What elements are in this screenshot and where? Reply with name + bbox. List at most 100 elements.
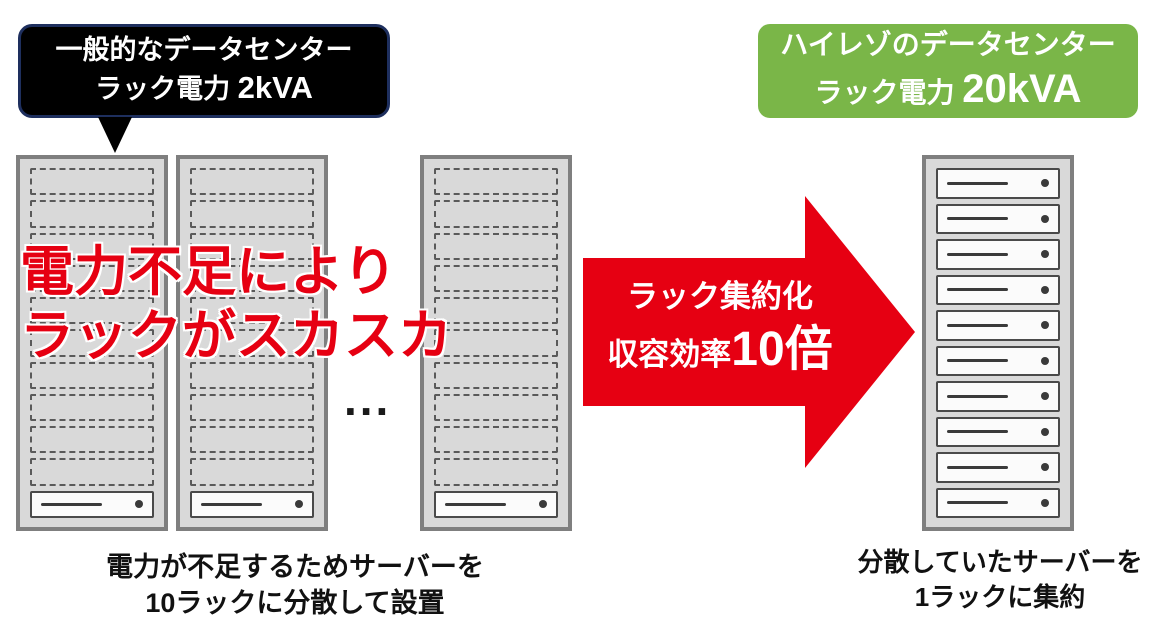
server-unit <box>936 310 1060 341</box>
arrow-label: ラック集約化 収容効率10倍 <box>586 276 854 383</box>
empty-slot <box>434 168 558 196</box>
typical-rack-power: ラック電力 2kVA <box>95 68 313 108</box>
highreso-rack-power-label: ラック電力 <box>814 77 963 109</box>
empty-slot <box>30 329 154 357</box>
server-unit <box>936 168 1060 199</box>
server-handle-bar <box>947 252 1009 256</box>
empty-slot <box>434 297 558 325</box>
empty-slot <box>190 264 314 293</box>
empty-slot <box>30 393 154 422</box>
server-led-dot <box>1041 427 1049 436</box>
right-caption-line1: 分散していたサーバーを <box>857 547 1143 577</box>
server-handle-bar <box>947 217 1009 221</box>
empty-slot <box>30 200 154 228</box>
server-led-dot <box>1041 179 1049 188</box>
server-handle-bar <box>947 181 1009 185</box>
server-led-dot <box>1041 285 1049 294</box>
server-led-dot <box>1041 463 1049 472</box>
callout-tail-triangle <box>98 117 132 153</box>
server-led-dot <box>1041 214 1049 223</box>
server-led-dot <box>1041 356 1049 365</box>
empty-slot <box>434 458 558 486</box>
server-led-dot <box>1041 392 1049 401</box>
empty-slot <box>30 232 154 260</box>
server-unit <box>190 490 314 518</box>
arrow-label-line1: ラック集約化 <box>627 279 813 314</box>
server-led-dot <box>1041 498 1049 507</box>
server-led-dot <box>1041 250 1049 259</box>
empty-slot <box>190 458 314 486</box>
power-shortage-label: 電力不足により ラックがスカスカ <box>20 241 452 368</box>
server-handle-bar <box>947 430 1009 434</box>
empty-slot <box>30 426 154 454</box>
server-unit <box>936 345 1060 376</box>
left-caption: 電力が不足するためサーバーを 10ラックに分散して設置 <box>55 549 535 622</box>
server-unit <box>936 203 1060 234</box>
rack-sparse-3 <box>420 155 572 531</box>
empty-slot <box>434 393 558 422</box>
highreso-datacenter-title: ハイレゾのデータセンター <box>780 28 1116 60</box>
highreso-datacenter-callout: ハイレゾのデータセンター ラック電力 20kVA <box>758 24 1138 118</box>
empty-slot <box>190 393 314 422</box>
server-handle-bar <box>445 502 507 506</box>
empty-slot <box>190 297 314 325</box>
arrow-efficiency-value: 10倍 <box>731 322 833 376</box>
server-handle-bar <box>947 501 1009 505</box>
empty-slot <box>434 200 558 228</box>
typical-rack-power-label: ラック電力 <box>95 74 238 105</box>
power-shortage-line2: ラックがスカスカ <box>20 305 452 366</box>
arrow-label-line2: 収容効率10倍 <box>586 318 854 383</box>
arrow-shape <box>583 196 915 468</box>
typical-rack-power-value: 2kVA <box>237 70 313 106</box>
server-unit <box>936 452 1060 483</box>
empty-slot <box>30 297 154 325</box>
server-handle-bar <box>201 502 263 506</box>
server-handle-bar <box>947 288 1009 292</box>
right-caption: 分散していたサーバーを 1ラックに集約 <box>790 545 1170 615</box>
empty-slot <box>30 361 154 389</box>
empty-slot <box>434 329 558 357</box>
server-unit <box>936 274 1060 305</box>
server-unit <box>936 416 1060 447</box>
server-handle-bar <box>947 359 1009 363</box>
typical-datacenter-callout: 一般的なデータセンター ラック電力 2kVA <box>18 24 390 118</box>
server-unit <box>936 381 1060 412</box>
empty-slot <box>30 458 154 486</box>
server-unit <box>434 490 558 518</box>
consolidation-arrow <box>583 196 915 468</box>
empty-slot <box>190 168 314 196</box>
server-unit <box>936 487 1060 518</box>
rack-sparse-1 <box>16 155 168 531</box>
empty-slot <box>434 232 558 260</box>
empty-slot <box>434 426 558 454</box>
server-led-dot <box>295 500 303 509</box>
server-handle-bar <box>41 502 103 506</box>
empty-slot <box>30 264 154 293</box>
server-unit <box>936 239 1060 270</box>
rack-sparse-2 <box>176 155 328 531</box>
server-handle-bar <box>947 394 1009 398</box>
server-unit <box>30 490 154 518</box>
empty-slot <box>30 168 154 196</box>
typical-datacenter-title: 一般的なデータセンター <box>55 35 353 66</box>
empty-slot <box>434 361 558 389</box>
left-caption-line2: 10ラックに分散して設置 <box>145 588 445 619</box>
ellipsis-label: ... <box>344 373 392 425</box>
empty-slot <box>434 264 558 293</box>
empty-slot <box>190 361 314 389</box>
highreso-rack-power-value: 20kVA <box>962 67 1082 112</box>
server-handle-bar <box>947 323 1009 327</box>
server-led-dot <box>539 500 547 509</box>
rack-consolidated <box>922 155 1074 531</box>
highreso-rack-power: ラック電力 20kVA <box>814 63 1081 115</box>
server-handle-bar <box>947 465 1009 469</box>
right-caption-line2: 1ラックに集約 <box>914 582 1086 613</box>
empty-slot <box>190 200 314 228</box>
empty-slot <box>190 426 314 454</box>
server-led-dot <box>135 500 143 509</box>
arrow-efficiency-label: 収容効率 <box>607 336 732 372</box>
power-shortage-line1: 電力不足により <box>20 242 397 302</box>
server-led-dot <box>1041 321 1049 330</box>
empty-slot <box>190 232 314 260</box>
